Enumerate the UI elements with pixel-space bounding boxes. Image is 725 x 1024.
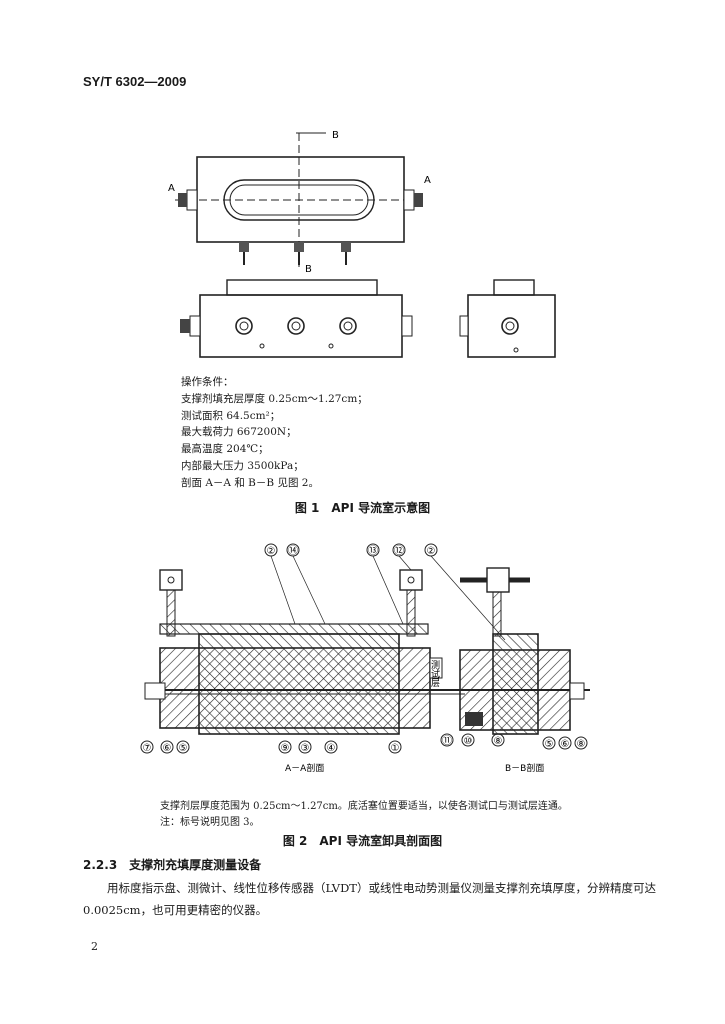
section-bb-drawing — [459, 567, 590, 735]
standard-header: SY/T 6302—2009 — [83, 74, 187, 89]
figure1-drawing: B B A A — [168, 130, 556, 358]
condition-line: 最大载荷力 667200N； — [181, 426, 297, 439]
callout-number: ⑦ — [143, 743, 152, 754]
callout-number: ⑩ — [464, 736, 473, 747]
callout-number: ⑬ — [368, 545, 378, 557]
callout-number: ① — [391, 743, 400, 754]
callout-number: ⑤ — [545, 739, 554, 750]
callout-number: ⑤ — [179, 743, 188, 754]
figure1-caption: 图 1 API 导流室示意图 — [294, 501, 431, 515]
callout-number: ⑫ — [394, 545, 404, 557]
callout-number: ⑪ — [442, 735, 452, 747]
section-aa-label: A－A剖面 — [285, 762, 324, 774]
section-aa-drawing: 测试层 — [144, 569, 465, 735]
condition-line: 操作条件： — [181, 376, 234, 388]
side-view — [459, 279, 556, 358]
label-b-bottom: B — [305, 264, 312, 275]
callout-number: ④ — [327, 743, 336, 754]
page-number: 2 — [91, 940, 98, 953]
section-heading: 2.2.3 支撑剂充填厚度测量设备 — [83, 858, 262, 872]
section-paragraph: 用标度指示盘、测微计、线性位移传感器（LVDT）或线性电动势测量仪测量支撑剂充填… — [83, 881, 656, 917]
figure2-note-2: 注：标号说明见图 3。 — [160, 817, 260, 828]
front-view — [180, 279, 413, 358]
callout-number: ⑧ — [494, 736, 503, 747]
condition-line: 最高温度 204℃； — [181, 443, 269, 456]
label-a-left: A — [168, 183, 175, 194]
callout-number: ② — [427, 546, 436, 557]
top-view: B B A A — [168, 130, 431, 275]
label-a-right: A — [424, 175, 431, 186]
callout-number: ⑥ — [163, 743, 172, 754]
callout-number: ⑥ — [561, 739, 570, 750]
condition-line: 测试面积 64.5cm²； — [181, 409, 281, 422]
condition-line: 支撑剂填充层厚度 0.25cm～1.27cm； — [181, 392, 368, 405]
figure2-note-1: 支撑剂层厚度范围为 0.25cm～1.27cm。底活塞位置要适当，以使各测试口与… — [160, 801, 568, 812]
callout-number: ⑧ — [577, 739, 586, 750]
section-bb-label: B－B剖面 — [505, 762, 544, 774]
callout-number: ② — [267, 546, 276, 557]
callout-number: ③ — [301, 743, 310, 754]
label-b-top: B — [332, 130, 339, 141]
condition-line: 剖面 A－A 和 B－B 见图 2。 — [181, 476, 319, 489]
test-layer-label: 测试层 — [429, 660, 440, 688]
callout-number: ⑭ — [288, 545, 298, 557]
condition-line: 内部最大压力 3500kPa； — [181, 459, 304, 472]
callout-number: ⑨ — [281, 743, 290, 754]
figure2-caption: 图 2 API 导流室卸具剖面图 — [282, 834, 443, 848]
operating-conditions: 操作条件： 支撑剂填充层厚度 0.25cm～1.27cm； 测试面积 64.5c… — [181, 374, 368, 492]
